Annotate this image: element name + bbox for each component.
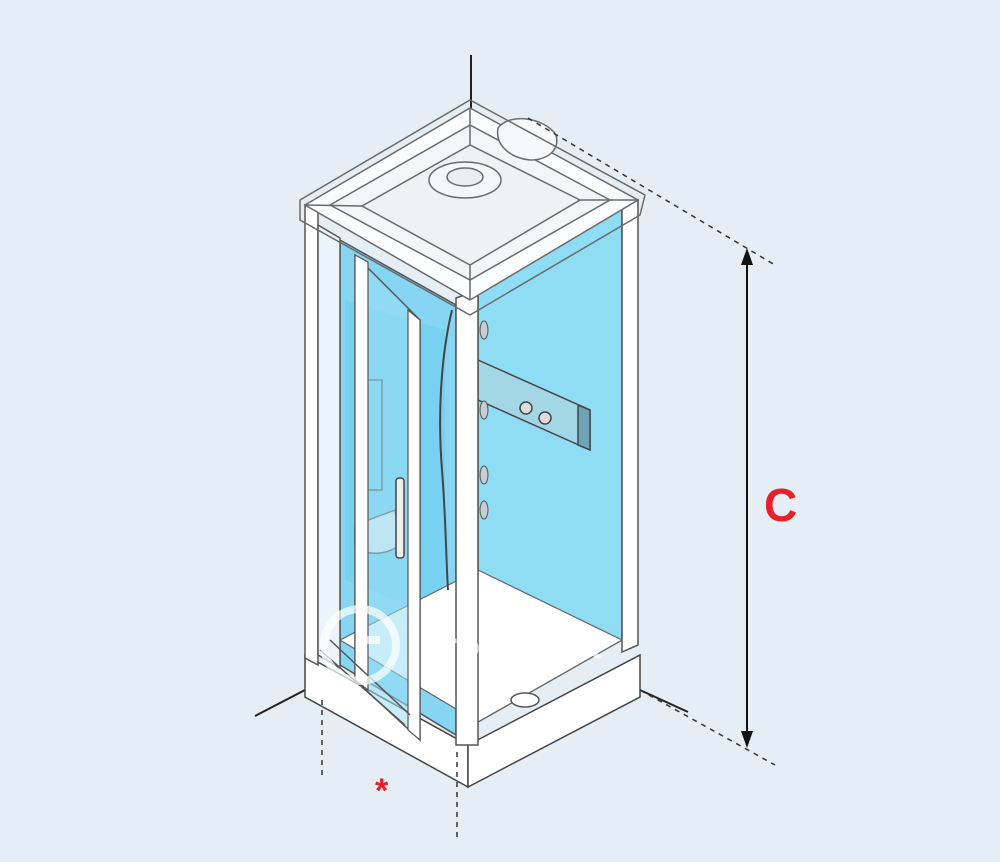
shower-hose [439, 309, 453, 591]
width-guides [321, 700, 458, 840]
right-frame [621, 198, 639, 654]
footnote-marker: * [375, 772, 389, 810]
corner-post [455, 288, 479, 746]
body-jets [479, 320, 489, 520]
door-handle [395, 477, 405, 559]
roof-speaker [496, 117, 558, 161]
tray-front-right [467, 653, 641, 789]
watermark-logo-icon [320, 605, 400, 685]
watermark-text: droMarket [420, 625, 604, 666]
drain [510, 692, 540, 708]
dimension-c [527, 117, 776, 766]
shower-door [319, 253, 421, 742]
ceiling-light-inner [446, 167, 484, 187]
left-inner-frame [317, 223, 341, 670]
dimension-label: C [764, 479, 798, 531]
cabin-roof [299, 99, 646, 316]
left-frame [304, 203, 319, 667]
